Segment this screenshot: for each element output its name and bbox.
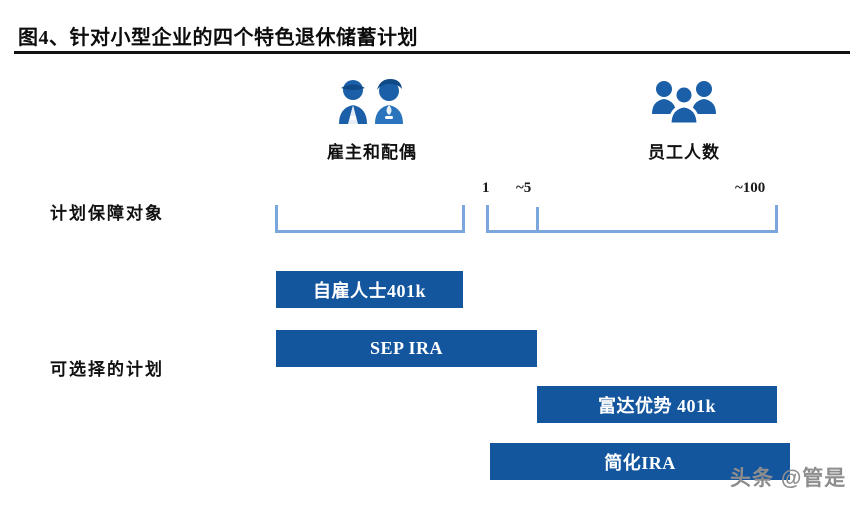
header-group-staff: 员工人数 [594,78,774,163]
row-label-plans: 可选择的计划 [50,360,164,379]
row-label-coverage: 计划保障对象 [50,204,164,223]
bracket-owner-spouse [275,205,465,233]
three-people-group-icon [594,78,774,126]
bracket-employee-count [486,205,778,233]
scale-tick-100: ~100 [735,180,766,196]
plan-bar-solo-401k[interactable]: 自雇人士401k [276,271,463,308]
scale-tick-1: 1 [482,180,490,196]
header-group-staff-label: 员工人数 [648,143,720,162]
title-bar: 图4、针对小型企业的四个特色退休储蓄计划 [0,0,864,56]
plan-bar-sep-ira[interactable]: SEP IRA [276,330,537,367]
plan-bar-fidelity-401k[interactable]: 富达优势 401k [537,386,777,423]
title-divider [14,51,850,54]
scale-tick-5: ~5 [516,180,532,196]
watermark: 头条 @管是 [730,467,847,490]
header-group-owner-label: 雇主和配偶 [327,143,417,162]
header-group-owner: 雇主和配偶 [282,78,462,163]
two-people-icon [282,78,462,124]
bracket-tick-5 [536,207,539,233]
plan-bar-simple-ira[interactable]: 简化IRA [490,443,790,480]
page-title: 图4、针对小型企业的四个特色退休储蓄计划 [18,27,418,49]
